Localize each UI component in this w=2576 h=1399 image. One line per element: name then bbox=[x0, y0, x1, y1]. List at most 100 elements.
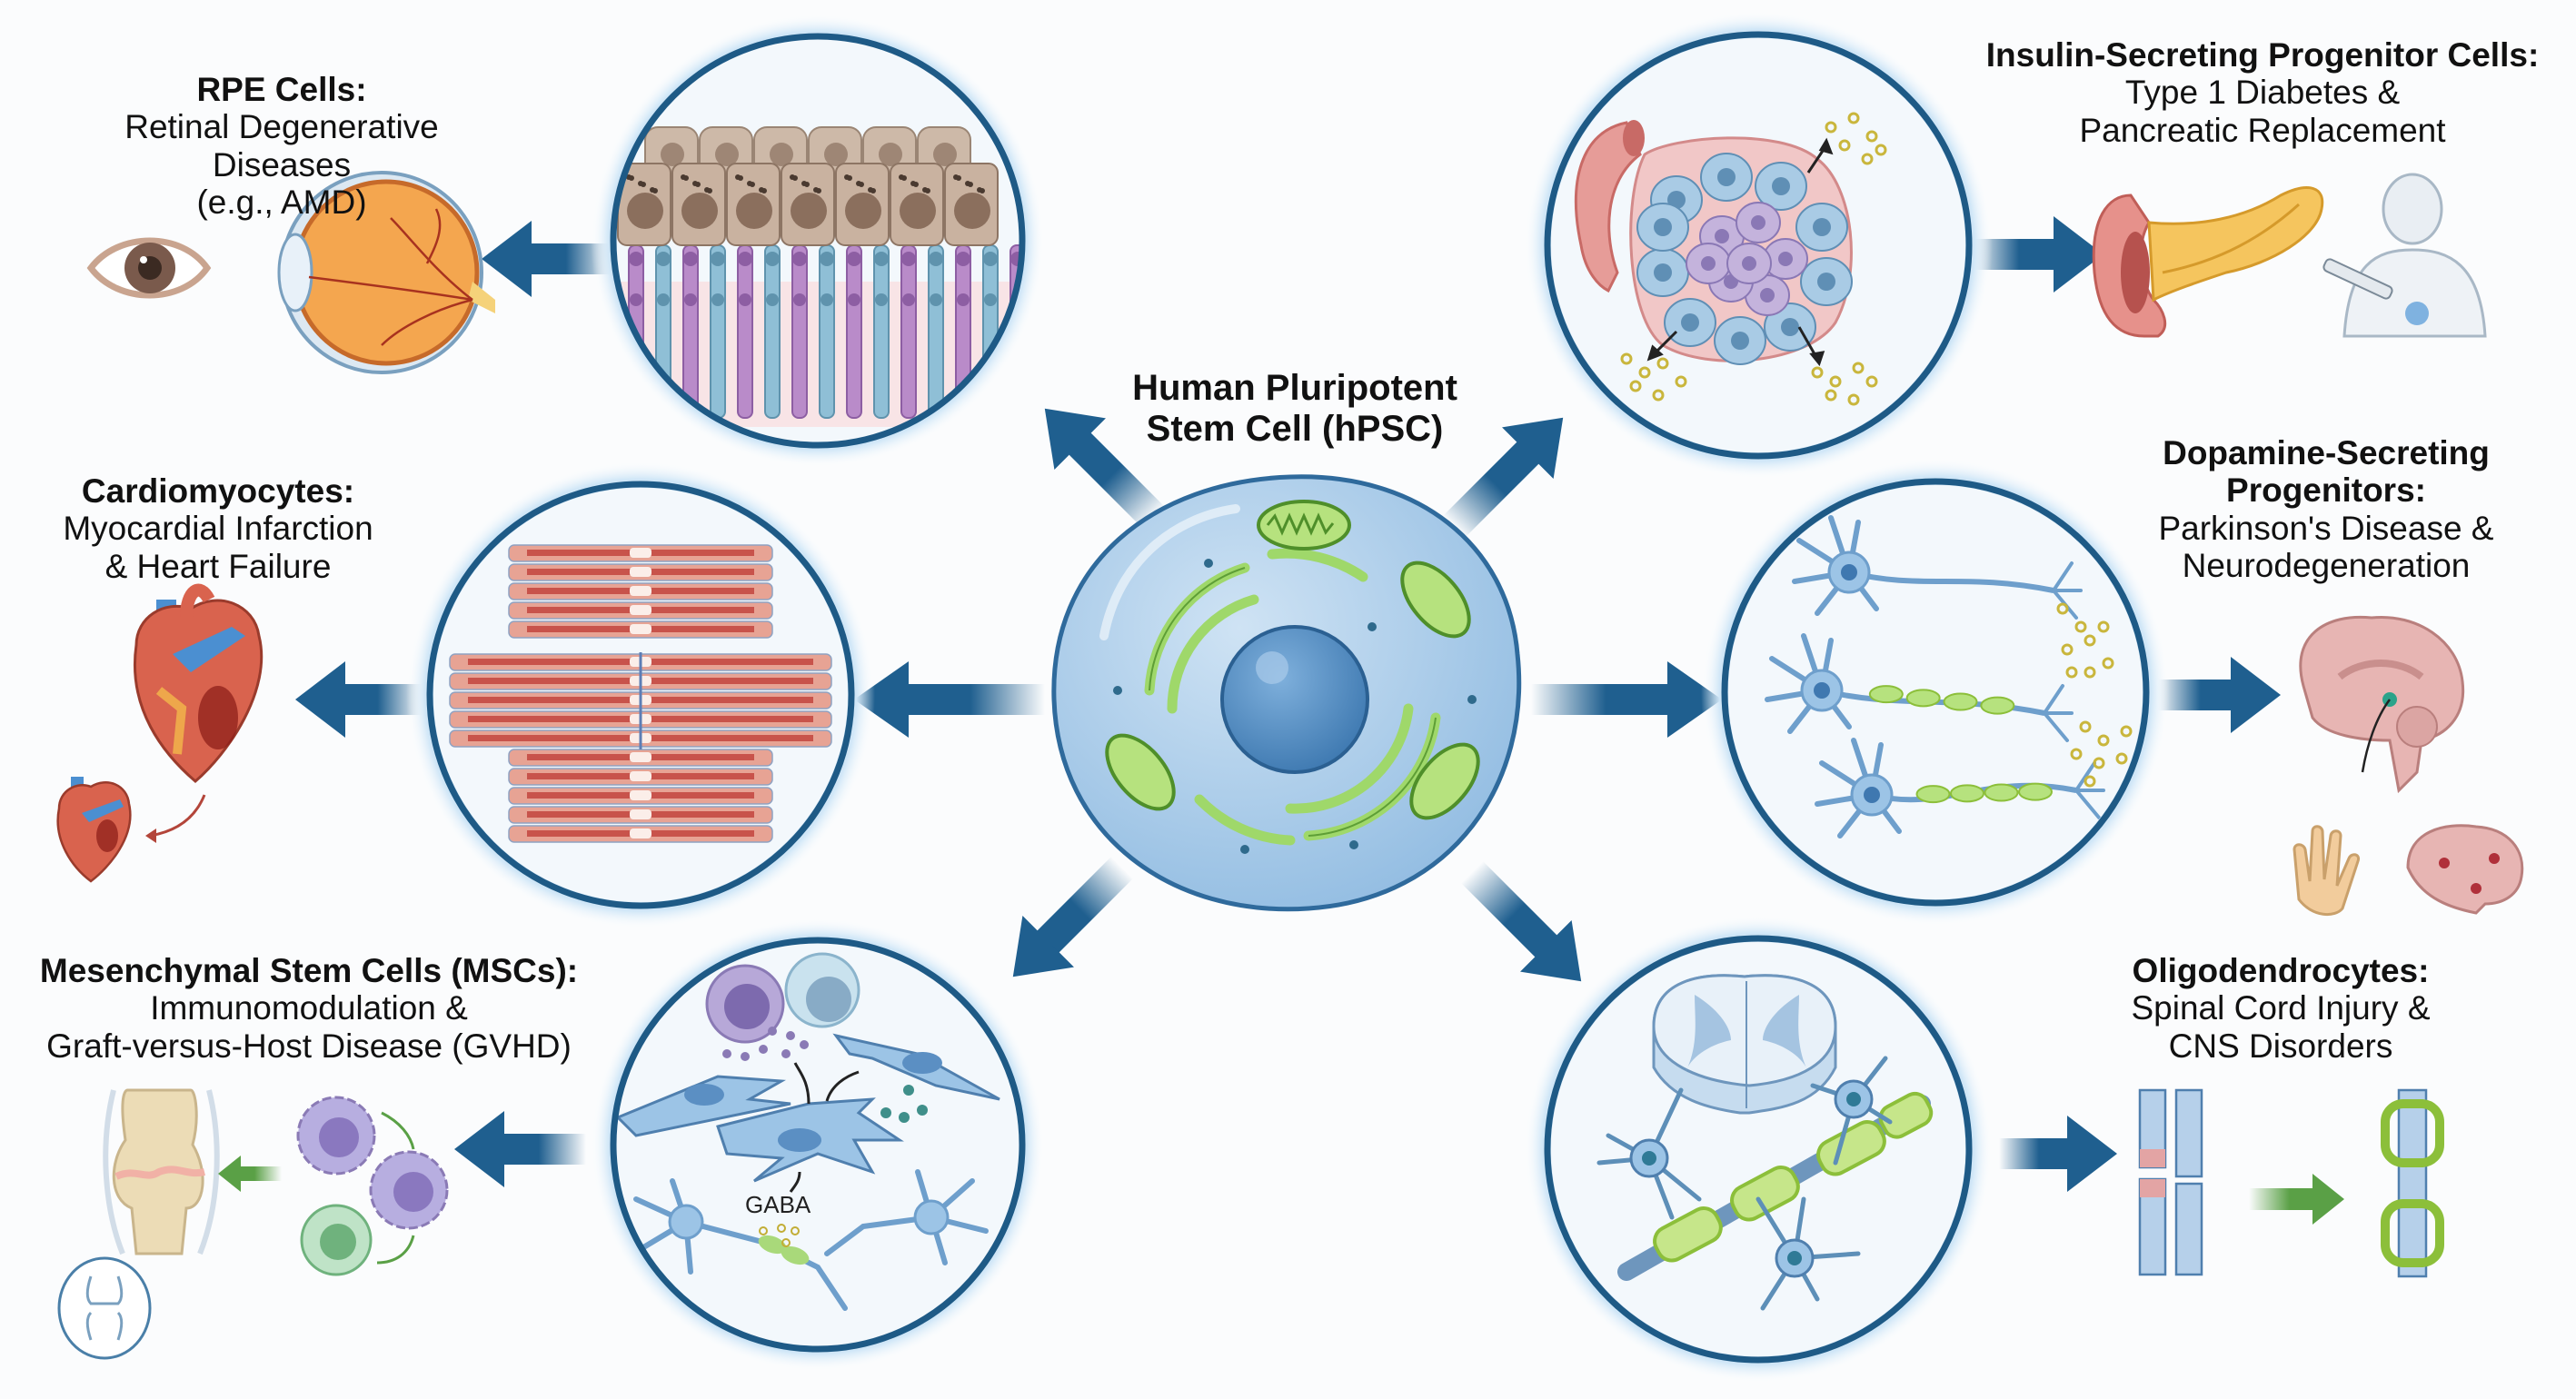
dopamine-granule bbox=[2056, 602, 2069, 615]
label-rpe-title: RPE Cells: bbox=[196, 71, 367, 108]
insulin-granule bbox=[1811, 366, 1824, 379]
insulin-granule bbox=[1638, 366, 1651, 379]
insulin-granule bbox=[1620, 352, 1633, 365]
label-cardio-line1: Myocardial Infarction bbox=[63, 510, 373, 548]
insulin-granule bbox=[1825, 389, 1837, 402]
arrow-to-dopamine bbox=[1531, 661, 1722, 738]
degenerated-brain-icon bbox=[2406, 824, 2524, 915]
myelin-segment bbox=[1868, 685, 1904, 704]
joint-badge-icon bbox=[57, 1256, 152, 1360]
photoreceptor bbox=[900, 244, 917, 419]
label-insulin-title: Insulin-Secreting Progenitor Cells: bbox=[1985, 36, 2540, 74]
dopamine-granule bbox=[2079, 720, 2092, 733]
injured-axon-icon bbox=[2138, 1088, 2203, 1276]
mitochondria bbox=[1105, 500, 1480, 820]
dopamine-circle bbox=[1701, 458, 2170, 927]
rpe-photoreceptor-layer-icon bbox=[616, 39, 1019, 442]
label-cardio-line2: & Heart Failure bbox=[104, 547, 332, 585]
insulin-granule bbox=[1652, 389, 1665, 402]
knee-joint-icon bbox=[103, 1088, 220, 1255]
myelin-segment bbox=[1984, 783, 2019, 802]
insulin-granule bbox=[1629, 380, 1642, 392]
dopamine-granule bbox=[2115, 752, 2128, 765]
label-dopamine-line2: Neurodegeneration bbox=[2182, 547, 2471, 585]
myelin-segment bbox=[1905, 689, 1941, 708]
dopamine-granule bbox=[2070, 748, 2083, 760]
label-cardio: Cardiomyocytes: Myocardial Infarction & … bbox=[27, 472, 409, 585]
dopamine-granule bbox=[2097, 620, 2110, 633]
damaged-heart-icon bbox=[56, 777, 206, 883]
insulin-circle bbox=[1524, 11, 1993, 480]
neuron bbox=[1815, 738, 2105, 838]
myelinating-oligodendrocytes-icon bbox=[1551, 942, 1965, 1356]
dopamine-granule bbox=[2074, 620, 2087, 633]
myelin-segment bbox=[1980, 696, 2015, 715]
photoreceptor bbox=[710, 244, 726, 419]
msc-neuron-interaction-icon: GABA bbox=[616, 943, 1019, 1346]
insulin-granule bbox=[1838, 139, 1851, 152]
label-cardio-title: Cardiomyocytes: bbox=[81, 472, 355, 510]
stem-cell-icon bbox=[1051, 474, 1522, 912]
eye-icon bbox=[86, 237, 212, 299]
insulin-granule bbox=[1829, 375, 1842, 388]
neuron bbox=[1792, 515, 2083, 620]
label-msc: Mesenchymal Stem Cells (MSCs): Immunomod… bbox=[18, 952, 600, 1065]
label-dopamine-title2: Progenitors: bbox=[2226, 471, 2426, 510]
nucleus bbox=[1220, 625, 1369, 774]
label-dopamine-line1: Parkinson's Disease & bbox=[2158, 509, 2494, 547]
arrow-dopamine-outcome bbox=[2158, 657, 2281, 733]
label-rpe: RPE Cells: Retinal Degenerative Diseases… bbox=[82, 71, 482, 222]
insulin-granule bbox=[1656, 357, 1669, 370]
tremor-hand-icon bbox=[2293, 825, 2361, 917]
center-title: Human Pluripotent Stem Cell (hPSC) bbox=[1045, 368, 1545, 450]
insulin-granule bbox=[1865, 130, 1878, 143]
arrow-to-oligo bbox=[1460, 860, 1582, 982]
arrow-to-insulin bbox=[1442, 417, 1564, 539]
green-arrow-msc bbox=[218, 1156, 282, 1192]
cardiac-muscle-fibers-icon bbox=[433, 488, 848, 902]
dopamine-granule bbox=[2120, 725, 2133, 738]
photoreceptor bbox=[682, 244, 699, 419]
green-arrow-oligo bbox=[2249, 1174, 2344, 1225]
insulin-granule bbox=[1861, 153, 1874, 165]
label-msc-line2: Graft-versus-Host Disease (GVHD) bbox=[46, 1027, 572, 1065]
label-rpe-line2: (e.g., AMD) bbox=[196, 184, 367, 222]
dopamine-granule bbox=[2061, 643, 2074, 656]
insulin-granule bbox=[1865, 375, 1878, 388]
insulin-granule bbox=[1847, 112, 1860, 124]
label-rpe-line1: Retinal Degenerative Diseases bbox=[124, 108, 439, 184]
label-oligo-line1: Spinal Cord Injury & bbox=[2131, 989, 2431, 1027]
arrow-to-msc bbox=[1012, 856, 1134, 977]
photoreceptor bbox=[764, 244, 781, 419]
insulin-granule bbox=[1847, 393, 1860, 406]
insulin-granule bbox=[1825, 121, 1837, 134]
arrow-cardio-outcome bbox=[295, 661, 423, 738]
center-title-line2: Stem Cell (hPSC) bbox=[1146, 408, 1444, 449]
msc-circle: GABA bbox=[591, 918, 1045, 1372]
myelin-segment bbox=[1943, 692, 1978, 711]
gaba-label: GABA bbox=[745, 1191, 811, 1218]
brain-sagittal-icon bbox=[2299, 615, 2465, 794]
arrow-oligo-outcome bbox=[1999, 1116, 2117, 1192]
person-insulin-pen-icon bbox=[2322, 173, 2487, 338]
dopamine-granule bbox=[2093, 757, 2105, 769]
center-title-line1: Human Pluripotent bbox=[1132, 368, 1457, 408]
photoreceptor bbox=[819, 244, 835, 419]
insulin-granule bbox=[1852, 362, 1865, 374]
dopamine-granule bbox=[2084, 775, 2096, 788]
label-oligo-title: Oligodendrocytes: bbox=[2132, 952, 2430, 989]
dopamine-granule bbox=[2097, 734, 2110, 747]
immune-cells-icon bbox=[296, 1096, 449, 1276]
photoreceptor bbox=[846, 244, 862, 419]
myelin-segment bbox=[1950, 784, 1984, 803]
arrow-to-rpe bbox=[1044, 408, 1166, 530]
photoreceptor bbox=[873, 244, 890, 419]
neuron bbox=[1765, 633, 2074, 742]
remyelinated-axon-icon bbox=[2381, 1088, 2444, 1278]
dopaminergic-neurons-icon bbox=[1728, 485, 2143, 899]
cardio-circle bbox=[406, 461, 875, 929]
label-dopamine: Dopamine-Secreting Progenitors: Parkinso… bbox=[2126, 434, 2526, 585]
heart-icon bbox=[134, 583, 264, 783]
